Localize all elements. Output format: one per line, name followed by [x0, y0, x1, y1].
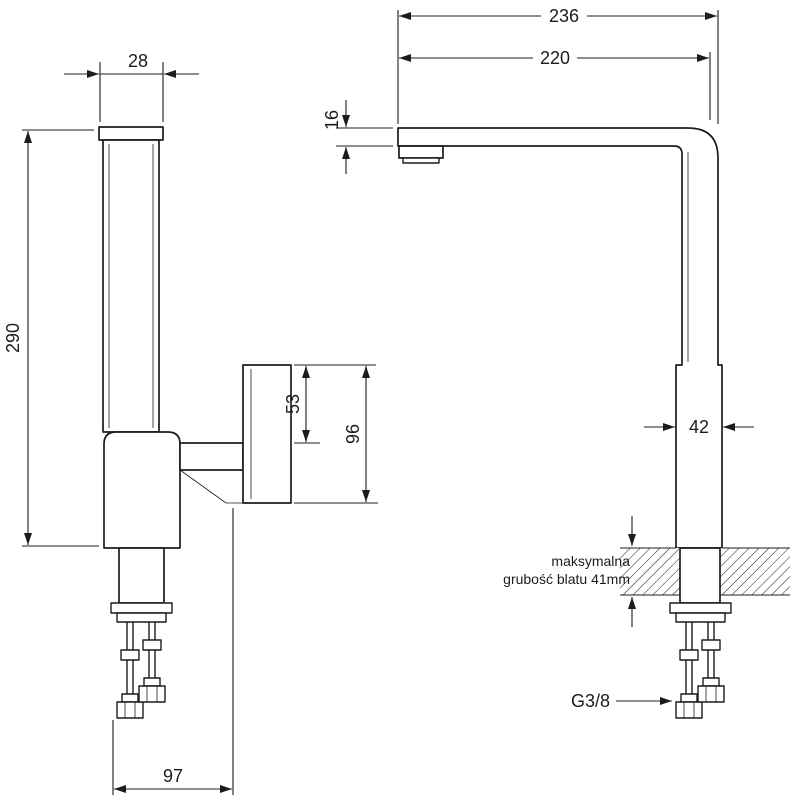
countertop-note-line2: grubość blatu 41mm [503, 571, 630, 587]
dim-220-label: 220 [540, 48, 570, 68]
threaded-shank-right [679, 547, 721, 604]
dim-53-label: 53 [283, 394, 303, 414]
dim-16-label: 16 [322, 110, 342, 130]
mounting-bracket-left [116, 612, 167, 623]
dim-97-label: 97 [163, 766, 183, 786]
dim-290-label: 290 [3, 323, 23, 353]
spout-outlet [398, 145, 444, 159]
hose-fitting-left-2 [138, 685, 166, 703]
thread-size-label: G3/8 [571, 691, 610, 711]
lever-shaft [102, 139, 160, 433]
threaded-shank-left [118, 547, 165, 604]
spout-outline [397, 127, 723, 549]
dim-96-label: 96 [343, 424, 363, 444]
mounting-nut-right-1 [679, 649, 699, 661]
washer-left [110, 602, 173, 614]
hose-fitting-right-2 [697, 685, 725, 703]
hose-fitting-right-1 [675, 701, 703, 719]
hose-fitting-left-1 [116, 701, 144, 719]
mounting-nut-right-2 [701, 639, 721, 651]
left-view-dimensions: 28 290 53 96 97 [3, 51, 378, 795]
right-view-faucet [397, 127, 790, 719]
spout-plate [242, 364, 292, 504]
faucet-body [103, 431, 181, 549]
mounting-nut-left-2 [142, 639, 162, 651]
left-view-faucet [98, 126, 292, 719]
spout-joint [179, 442, 244, 471]
mounting-nut-left-1 [120, 649, 140, 661]
countertop-hatch-left [620, 548, 680, 595]
dim-28-label: 28 [128, 51, 148, 71]
countertop-note-line1: maksymalna [551, 553, 630, 569]
washer-right [669, 602, 732, 614]
countertop-hatch-right [720, 548, 790, 595]
dim-236-label: 236 [549, 6, 579, 26]
lever-cap [98, 126, 164, 141]
dim-42-label: 42 [689, 417, 709, 437]
mounting-bracket-right [675, 612, 726, 623]
right-view-dimensions: 236 220 16 42 maksymalna grubość blatu 4… [322, 6, 754, 711]
